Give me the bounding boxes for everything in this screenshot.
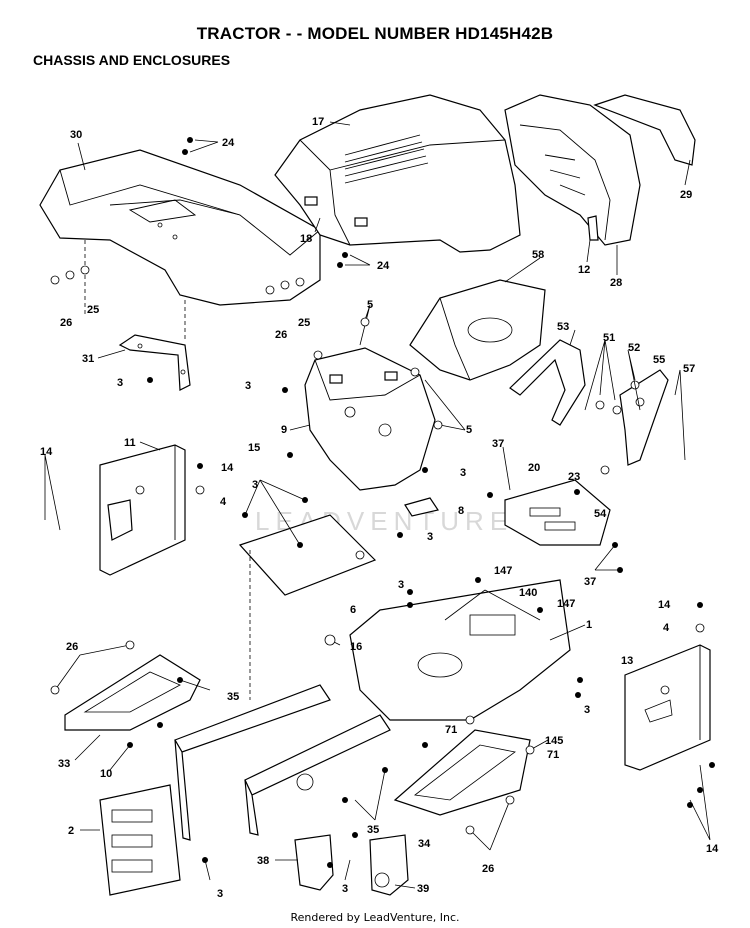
callout-14: 14: [706, 843, 719, 855]
callout-28: 28: [610, 277, 622, 289]
callout-147: 147: [557, 598, 575, 610]
leader-lines: [44, 121, 711, 889]
footer-credit: Rendered by LeadVenture, Inc.: [290, 911, 460, 924]
part-plate-6: [238, 514, 377, 700]
callout-8: 8: [458, 505, 464, 517]
callout-26: 26: [275, 329, 287, 341]
callout-2: 2: [68, 825, 74, 837]
callout-52: 52: [628, 342, 640, 354]
callout-37: 37: [584, 576, 596, 588]
callout-16: 16: [350, 641, 362, 653]
callout-9: 9: [281, 424, 287, 436]
callout-51: 51: [603, 332, 615, 344]
callout-145: 145: [545, 735, 563, 747]
callout-3: 3: [117, 377, 123, 389]
callout-26: 26: [482, 863, 494, 875]
callout-3: 3: [217, 888, 223, 900]
callout-29: 29: [680, 189, 692, 201]
callout-3: 3: [460, 467, 466, 479]
callout-23: 23: [568, 471, 580, 483]
callout-57: 57: [683, 363, 695, 375]
callout-1: 1: [586, 619, 592, 631]
callout-33: 33: [58, 758, 70, 770]
callout-54: 54: [594, 508, 607, 520]
callout-20: 20: [528, 462, 540, 474]
callout-12: 12: [578, 264, 590, 276]
callout-14: 14: [658, 599, 671, 611]
part-heat-shield: [409, 279, 546, 381]
callout-5: 5: [367, 299, 373, 311]
part-clip-8: [404, 497, 439, 517]
callout-4: 4: [663, 622, 670, 634]
callout-26: 26: [66, 641, 78, 653]
part-bracket-38: [294, 834, 334, 891]
callout-3: 3: [245, 380, 251, 392]
callout-34: 34: [418, 838, 431, 850]
callout-39: 39: [417, 883, 429, 895]
part-rear-fender: [39, 149, 321, 340]
callout-24: 24: [222, 137, 235, 149]
callout-37: 37: [492, 438, 504, 450]
hardware-fasteners: [50, 137, 715, 868]
part-left-side-panel: [99, 444, 186, 576]
part-right-side-panel: [624, 644, 711, 771]
part-left-footrest: [64, 654, 201, 731]
callout-71: 71: [547, 749, 559, 761]
callout-18: 18: [300, 233, 312, 245]
callout-31: 31: [82, 353, 94, 365]
callout-14: 14: [40, 446, 53, 458]
callout-24: 24: [377, 260, 390, 272]
callout-25: 25: [87, 304, 99, 316]
part-dash-panel: [304, 347, 436, 491]
callout-55: 55: [653, 354, 665, 366]
callout-17: 17: [312, 116, 324, 128]
callout-labels: 30 24 17 29 18 24 12 28 26 25 26 25 58 5…: [40, 116, 719, 900]
callout-25: 25: [298, 317, 310, 329]
callout-4: 4: [220, 496, 227, 508]
callout-3: 3: [342, 883, 348, 895]
part-plate-20: [504, 479, 611, 546]
part-front-plate: [99, 784, 181, 896]
section-subtitle: CHASSIS AND ENCLOSURES: [33, 52, 231, 68]
callout-3: 3: [584, 704, 590, 716]
callout-3: 3: [252, 479, 258, 491]
callout-71: 71: [445, 724, 457, 736]
callout-147: 147: [494, 565, 512, 577]
callout-15: 15: [248, 442, 260, 454]
callout-6: 6: [350, 604, 356, 616]
callout-3: 3: [398, 579, 404, 591]
callout-5: 5: [466, 424, 472, 436]
part-right-footrest: [393, 729, 531, 816]
callout-13: 13: [621, 655, 633, 667]
callout-14: 14: [221, 462, 234, 474]
callout-35: 35: [227, 691, 239, 703]
callout-26: 26: [60, 317, 72, 329]
callout-140: 140: [519, 587, 537, 599]
callout-10: 10: [100, 768, 112, 780]
callout-53: 53: [557, 321, 569, 333]
part-grille: [504, 94, 696, 246]
callout-3: 3: [427, 531, 433, 543]
callout-38: 38: [257, 855, 269, 867]
part-brackets-right: [509, 339, 669, 466]
part-main-frame: [174, 579, 571, 841]
part-bracket-31: [118, 334, 191, 391]
page-title: TRACTOR - - MODEL NUMBER HD145H42B: [196, 24, 554, 43]
callout-30: 30: [70, 129, 82, 141]
callout-11: 11: [124, 437, 136, 449]
callout-35: 35: [367, 824, 379, 836]
callout-58: 58: [532, 249, 544, 261]
part-hood: [274, 94, 521, 253]
